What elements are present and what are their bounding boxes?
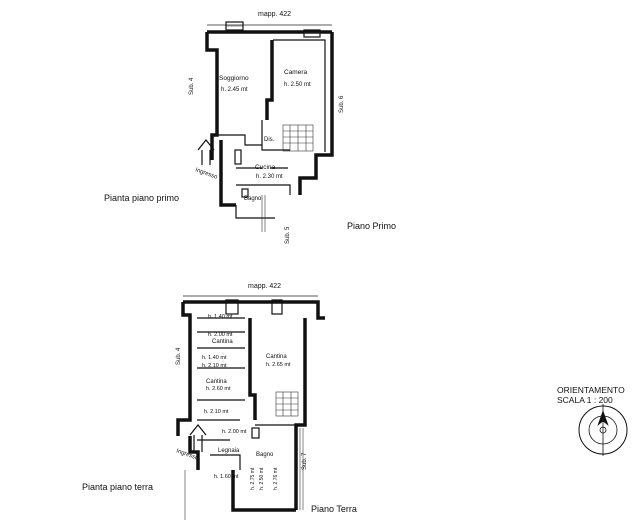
first-floor-room-name: Dis. [264, 137, 275, 143]
first-floor-entrance-label: Ingresso [194, 167, 218, 181]
ground-floor-room-name: Bagno [256, 452, 274, 458]
first-floor-room-name: Soggiorno [219, 75, 249, 82]
ground-floor-plan-label: Pianta piano terra [82, 482, 153, 492]
ground-floor-room-height: h. 2.65 mt [266, 362, 291, 368]
ground-floor-height-label: h. 2.10 mt [204, 409, 229, 415]
ground-floor-height-label: h. 2.10 mt [202, 363, 227, 369]
ground-floor-plan: mapp. 422 [82, 283, 357, 520]
first-floor-title: Piano Primo [347, 221, 396, 231]
north-arrow-icon [578, 404, 628, 456]
first-floor-plan: mapp. 422 [104, 11, 396, 244]
ground-floor-room-name: Cantina [212, 339, 233, 345]
orientation-label: ORIENTAMENTO [557, 385, 625, 395]
orientation-block: ORIENTAMENTO SCALA 1 : 200 [557, 385, 628, 456]
first-floor-room-name: Camera [284, 69, 308, 76]
first-floor-plan-label: Pianta piano primo [104, 193, 179, 203]
ground-floor-title: Piano Terra [311, 504, 357, 514]
ground-floor-height-label: h. 2.76 mt [273, 467, 279, 490]
ground-floor-entrance-arrow-icon [189, 424, 207, 452]
first-floor-room-height: h. 2.50 mt [284, 82, 311, 88]
first-floor-sub-bottom-label: Sub. 5 [285, 226, 291, 244]
ground-floor-mapp-label: mapp. 422 [248, 283, 281, 290]
ground-floor-height-label: h. 2.00 mt [222, 429, 247, 435]
first-floor-sub-right-label: Sub. 6 [339, 95, 345, 113]
ground-floor-room-name: Legnaia [218, 448, 240, 454]
first-floor-sub-left-label: Sub. 4 [189, 77, 195, 95]
ground-floor-height-label: h. 2.60 mt [206, 386, 231, 392]
first-floor-room-name: Bagno [244, 196, 262, 202]
ground-floor-height-label: h. 2.00 mt [208, 332, 233, 338]
first-floor-room-height: h. 2.30 mt [256, 174, 283, 180]
ground-floor-height-label: h. 1.60 mt [214, 474, 239, 480]
ground-floor-height-label: h. 2.75 mt [250, 467, 256, 490]
ground-floor-height-label: h. 1.40 mt [202, 355, 227, 361]
first-floor-room-name: Cucina [255, 164, 276, 171]
ground-floor-height-label: h. 1.40 mt [208, 314, 233, 320]
ground-floor-room-name: Cantina [266, 354, 287, 360]
first-floor-mapp-label: mapp. 422 [258, 11, 291, 18]
scale-label: SCALA 1 : 200 [557, 395, 613, 405]
ground-floor-sub-left-label: Sub. 4 [176, 347, 182, 365]
ground-floor-sub-right-label: Sub. 7 [302, 452, 308, 470]
first-floor-entrance-arrow-icon [197, 139, 215, 165]
first-floor-room-height: h. 2.45 mt [221, 87, 248, 93]
ground-floor-room-name: Cantina [206, 379, 227, 385]
ground-floor-height-label: h. 2.50 mt [259, 467, 265, 490]
